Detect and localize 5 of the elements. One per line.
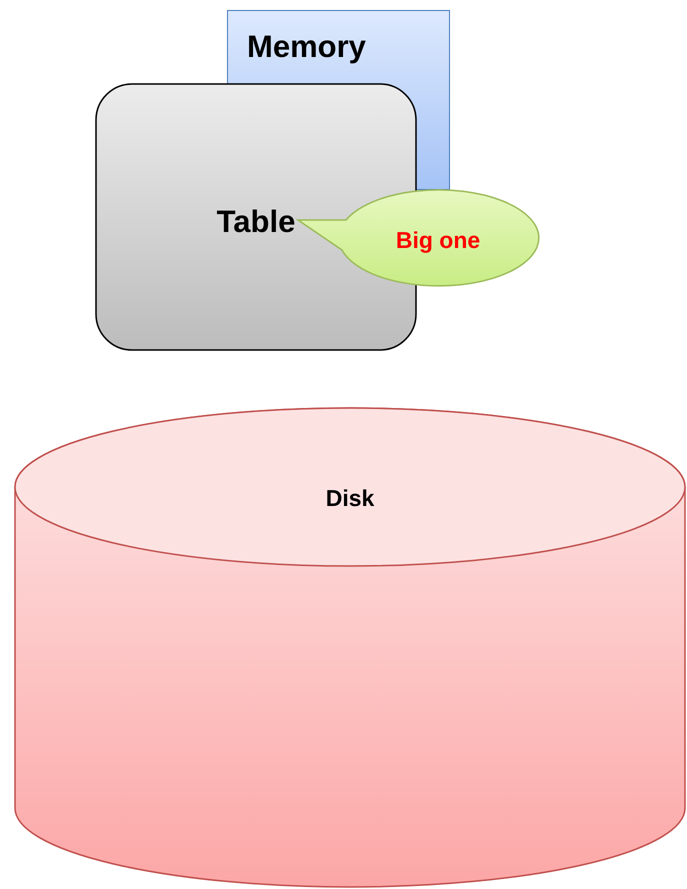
speech-bubble [294,188,540,288]
node-label: Big one [394,226,482,255]
disk-cylinder [14,407,686,888]
node-label: Disk [324,484,376,513]
node-label: Memory [247,28,366,66]
